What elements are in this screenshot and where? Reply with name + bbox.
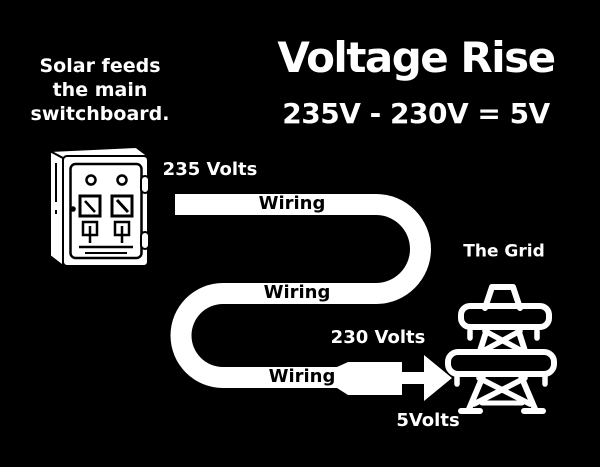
- solar-note-line-1: Solar feeds: [39, 55, 161, 77]
- end-voltage-label: 230 Volts: [330, 327, 426, 348]
- voltage-equation: 235V - 230V = 5V: [282, 97, 550, 130]
- wiring-label-top: Wiring: [258, 193, 326, 214]
- wire-path-with-right-arrow-icon: [170, 194, 452, 401]
- wiring-label-bottom: Wiring: [268, 366, 336, 387]
- solar-note-line-3: switchboard.: [30, 103, 170, 125]
- transmission-tower-icon: [445, 284, 557, 414]
- page-title: Voltage Rise: [277, 33, 556, 82]
- solar-note: Solar feeds the main switchboard.: [31, 54, 170, 126]
- solar-note-line-2: the main: [52, 79, 148, 101]
- wiring-label-middle: Wiring: [263, 282, 331, 303]
- voltage-rise-value-label: 5Volts: [396, 410, 460, 431]
- grid-label: The Grid: [463, 241, 545, 262]
- start-voltage-label: 235 Volts: [162, 159, 258, 180]
- switchboard-cabinet-icon: [49, 146, 150, 267]
